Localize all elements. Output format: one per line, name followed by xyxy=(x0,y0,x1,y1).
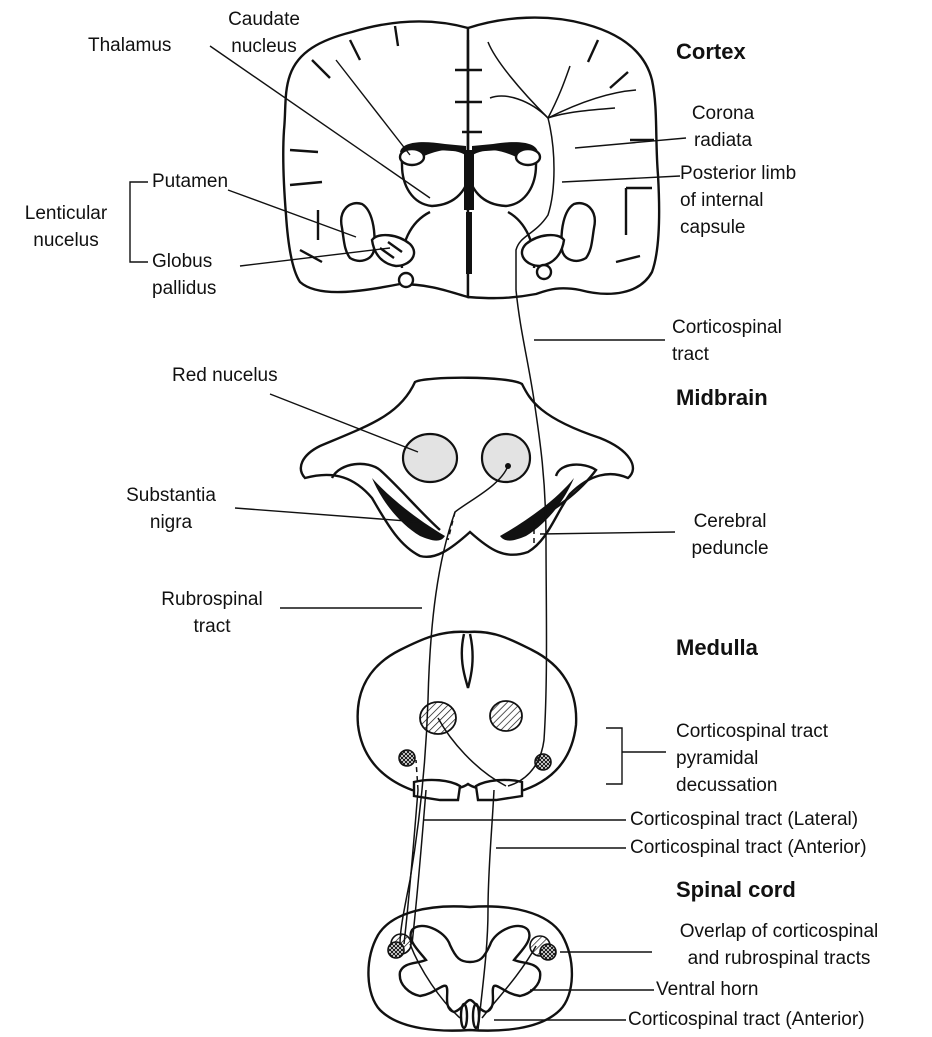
midbrain-outline xyxy=(301,378,633,557)
lenticular-nucleus-label: Lenticular nucelus xyxy=(12,200,120,254)
putamen-label: Putamen xyxy=(152,168,228,195)
spinal-cord-section xyxy=(368,906,571,1030)
caudate-nucleus-shape xyxy=(400,149,424,165)
cst-anterior-medulla-label: Corticospinal tract (Anterior) xyxy=(630,834,867,861)
thalamus-label: Thalamus xyxy=(88,32,171,59)
midbrain-section xyxy=(301,378,633,557)
cst-anterior-cord-label: Corticospinal tract (Anterior) xyxy=(628,1006,865,1033)
medulla-header: Medulla xyxy=(676,634,758,662)
ventral-horn-label: Ventral horn xyxy=(656,976,758,1003)
midbrain-header: Midbrain xyxy=(676,384,768,412)
posterior-limb-label: Posterior limb of internal capsule xyxy=(680,160,796,241)
overlap-label: Overlap of corticospinal and rubrospinal… xyxy=(648,918,910,972)
spinal-cord-header: Spinal cord xyxy=(676,876,796,904)
cst-lateral-label: Corticospinal tract (Lateral) xyxy=(630,806,858,833)
cortex-header: Cortex xyxy=(676,38,746,66)
cortex-section xyxy=(283,18,659,299)
red-nucleus-right-shape xyxy=(482,434,530,482)
cerebral-peduncle-label: Cerebral peduncle xyxy=(678,508,782,562)
spinal-cord-outline xyxy=(368,906,571,1030)
putamen-right-shape xyxy=(562,203,595,261)
red-nucleus-left-shape xyxy=(403,434,457,482)
caudate-nucleus-label: Caudate nucleus xyxy=(222,6,306,60)
medulla-section xyxy=(358,632,577,800)
pyramidal-decussation-label: Corticospinal tract pyramidal decussatio… xyxy=(676,718,828,799)
corticospinal-tract-label: Corticospinal tract xyxy=(672,314,782,368)
caudate-nucleus-right-shape xyxy=(516,149,540,165)
globus-pallidus-label: Globus pallidus xyxy=(152,248,216,302)
rubrospinal-tract-label: Rubrospinal tract xyxy=(146,586,278,640)
red-nucleus-label: Red nucelus xyxy=(172,362,278,389)
substantia-nigra-label: Substantia nigra xyxy=(118,482,224,536)
medulla-tract-right xyxy=(490,701,522,731)
corona-radiata-label: Corona radiata xyxy=(680,100,766,154)
